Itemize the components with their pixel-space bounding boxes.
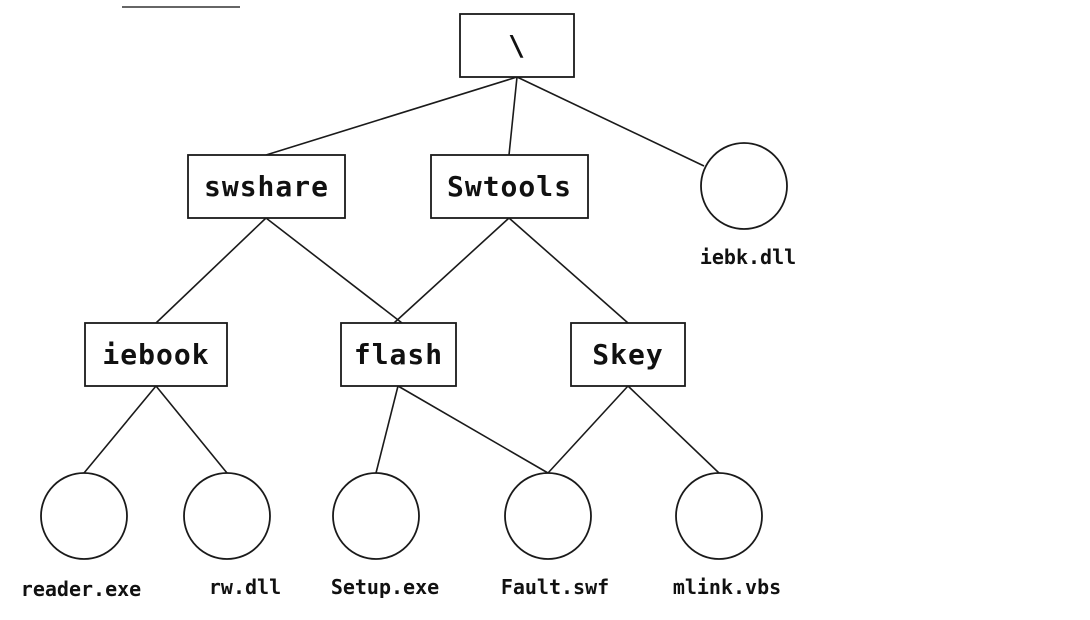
node-root: \ bbox=[459, 13, 575, 78]
edge-swtools-flash bbox=[393, 217, 510, 324]
root-dir-box bbox=[459, 13, 575, 78]
edge-skey-fault bbox=[547, 385, 629, 474]
reader-file-circle bbox=[40, 472, 128, 560]
node-iebook: iebook bbox=[84, 322, 228, 387]
iebk-file-label: iebk.dll bbox=[700, 245, 796, 269]
edge-skey-mlink bbox=[627, 385, 720, 474]
node-skey: Skey bbox=[570, 322, 686, 387]
node-rw: rw.dll bbox=[183, 472, 281, 599]
edge-root-swtools bbox=[508, 76, 518, 156]
edge-root-swshare bbox=[265, 76, 518, 156]
node-flash: flash bbox=[340, 322, 457, 387]
rw-file-circle bbox=[183, 472, 271, 560]
skey-dir-label: Skey bbox=[592, 338, 663, 371]
edge-swshare-flash bbox=[265, 217, 403, 324]
node-iebk: iebk.dll bbox=[700, 142, 796, 269]
iebook-dir-box bbox=[84, 322, 228, 387]
edge-flash-setup bbox=[375, 385, 399, 474]
skey-dir-box bbox=[570, 322, 686, 387]
node-reader: reader.exe bbox=[21, 472, 141, 601]
swtools-dir-label: Swtools bbox=[447, 170, 572, 203]
mlink-file-label: mlink.vbs bbox=[673, 575, 781, 599]
iebk-file-circle bbox=[700, 142, 788, 230]
node-setup: Setup.exe bbox=[331, 472, 439, 599]
mlink-file-circle bbox=[675, 472, 763, 560]
edge-iebook-reader bbox=[83, 385, 157, 474]
fault-file-label: Fault.swf bbox=[501, 575, 609, 599]
rw-file-label: rw.dll bbox=[209, 575, 281, 599]
node-fault: Fault.swf bbox=[501, 472, 609, 599]
swtools-dir-box bbox=[430, 154, 589, 219]
setup-file-circle bbox=[332, 472, 420, 560]
node-mlink: mlink.vbs bbox=[673, 472, 781, 599]
node-swtools: Swtools bbox=[430, 154, 589, 219]
edge-swtools-skey bbox=[508, 217, 629, 324]
fault-file-circle bbox=[504, 472, 592, 560]
flash-dir-box bbox=[340, 322, 457, 387]
reader-file-label: reader.exe bbox=[21, 577, 141, 601]
swshare-dir-box bbox=[187, 154, 346, 219]
edge-flash-fault bbox=[397, 385, 549, 474]
swshare-dir-label: swshare bbox=[204, 170, 329, 203]
root-dir-label: \ bbox=[508, 29, 526, 62]
edge-iebook-rw bbox=[155, 385, 228, 474]
flash-dir-label: flash bbox=[354, 338, 443, 371]
tree-edges bbox=[83, 76, 720, 474]
setup-file-label: Setup.exe bbox=[331, 575, 439, 599]
iebook-dir-label: iebook bbox=[102, 338, 209, 371]
edge-swshare-iebook bbox=[155, 217, 267, 324]
node-swshare: swshare bbox=[187, 154, 346, 219]
edge-root-iebk bbox=[516, 76, 705, 167]
